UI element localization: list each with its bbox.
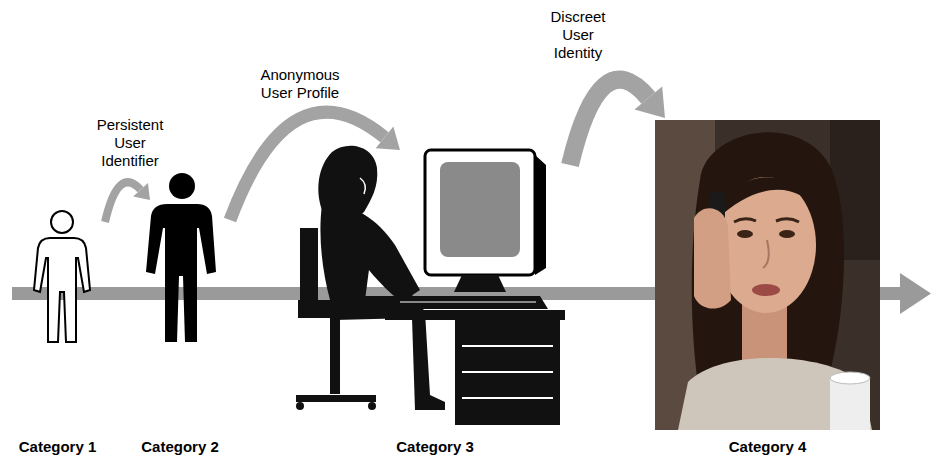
phone-photo-part [737, 230, 753, 238]
outline-person-part [34, 238, 90, 342]
arrow-head [635, 87, 665, 118]
computer-user-part [318, 146, 377, 219]
computer-user-part [368, 402, 376, 410]
computer-user-part [296, 395, 376, 402]
curved-arrow [570, 80, 665, 165]
computer-user-part [353, 235, 415, 305]
computer-user-part [360, 178, 365, 194]
solid-person-part [169, 173, 195, 199]
timeline-arrow-part [900, 273, 931, 314]
computer-user-part [296, 402, 304, 410]
phone-photo-part [678, 358, 872, 430]
outline-person [34, 211, 90, 342]
category-node: Category 4 [650, 118, 885, 458]
computer-user-part [462, 345, 553, 347]
arrow-shaft [230, 112, 385, 220]
arrow-head [376, 126, 400, 150]
computer-user-part [462, 371, 553, 373]
arrow-shaft [105, 182, 141, 222]
curved-arrow [230, 112, 400, 220]
arrow-label: Anonymous User Profile [258, 66, 342, 102]
computer-user-part [425, 150, 535, 275]
phone-photo-part [776, 219, 799, 222]
computer-user-part [455, 320, 560, 425]
computer-user-part [300, 228, 318, 306]
phone-photo-part [694, 208, 731, 308]
computer-user-part [400, 302, 536, 303]
computer-user [296, 146, 565, 425]
arrow-head [133, 183, 150, 200]
category-caption: Category 1 [10, 438, 105, 456]
phone-photo [655, 120, 880, 430]
solid-person [146, 173, 216, 342]
computer-user-part [330, 318, 340, 394]
computer-user-part [385, 310, 565, 320]
category-node: Category 2 [130, 200, 230, 458]
category-caption: Category 4 [650, 438, 885, 456]
phone-photo-part [734, 219, 756, 222]
phone-photo-part [830, 372, 870, 384]
phone-photo-part [752, 284, 780, 296]
computer-user-part [454, 275, 506, 292]
computer-user-part [535, 155, 546, 275]
phone-photo-part [763, 240, 769, 268]
category-node: Category 1 [10, 200, 105, 458]
computer-user-part [388, 296, 548, 309]
arrow-shaft [570, 80, 648, 165]
category-caption: Category 2 [130, 438, 230, 456]
phone-photo-part [716, 177, 816, 313]
computer-user-part [462, 397, 553, 399]
category-node: Category 3 [300, 150, 570, 458]
phone-photo-part [830, 378, 870, 430]
phone-photo-part [655, 120, 880, 430]
outline-person-part [51, 211, 73, 233]
arrow-label: Discreet User Identity [547, 8, 609, 62]
phone-photo-part [716, 177, 816, 220]
solid-person-part [146, 204, 216, 342]
category-caption: Category 3 [300, 438, 570, 456]
computer-user-part [440, 162, 520, 257]
curved-arrow [105, 182, 150, 222]
phone-photo-part [779, 230, 795, 238]
arrow-label: Persistent User Identifier [94, 116, 166, 170]
